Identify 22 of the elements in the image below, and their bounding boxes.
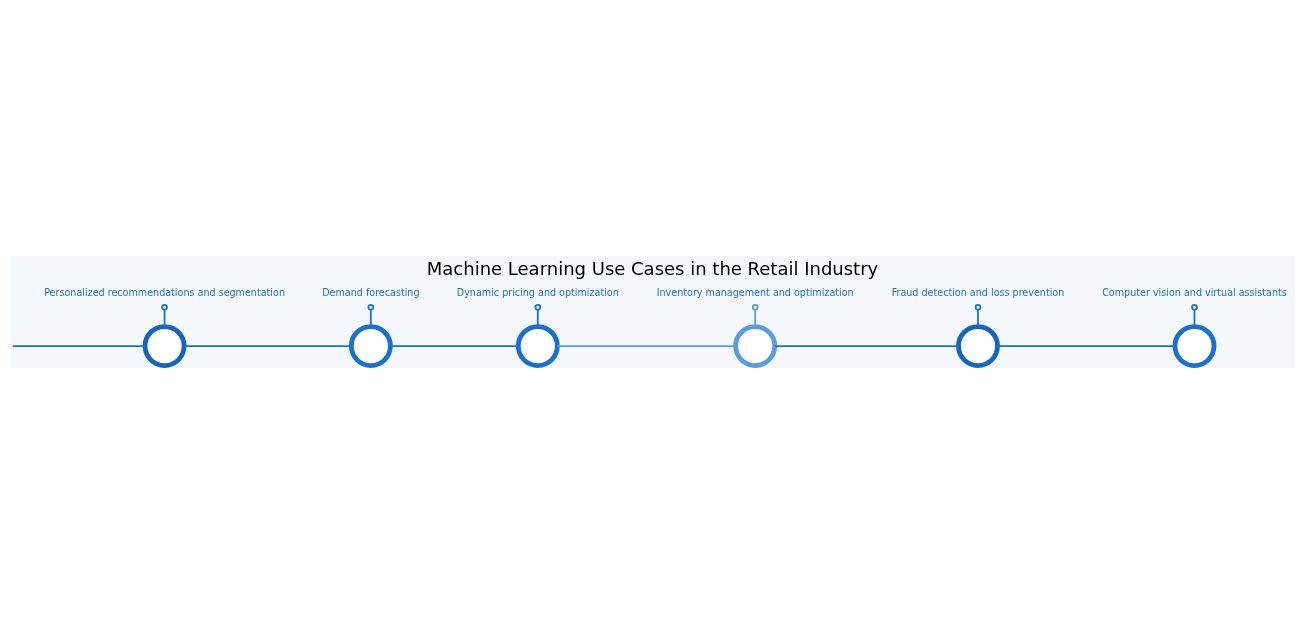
node-circle	[515, 323, 560, 368]
node-circle	[956, 323, 1000, 368]
node-text: Computer vision and virtual assistants	[1102, 286, 1287, 298]
connector	[556, 344, 737, 347]
connector	[367, 303, 375, 327]
node-circle	[348, 323, 393, 368]
node-text: Personalized recommendations and segmentation	[44, 286, 285, 298]
node-text: Demand forecasting	[322, 286, 420, 298]
node-circle	[1172, 323, 1217, 368]
node-circle	[142, 323, 187, 368]
node-text: Fraud detection and loss prevention	[891, 286, 1065, 298]
connector	[751, 303, 759, 327]
connector	[974, 303, 982, 327]
connector	[534, 303, 542, 327]
diagram-title: Machine Learning Use Cases in the Retail Industry	[426, 257, 879, 279]
connector	[996, 344, 1176, 347]
node-circle	[733, 323, 778, 368]
node-text: Inventory management and optimization	[656, 286, 854, 298]
connector	[12, 344, 146, 347]
node-text: Dynamic pricing and optimization	[456, 286, 619, 298]
connector	[774, 344, 960, 347]
connector	[183, 344, 352, 347]
